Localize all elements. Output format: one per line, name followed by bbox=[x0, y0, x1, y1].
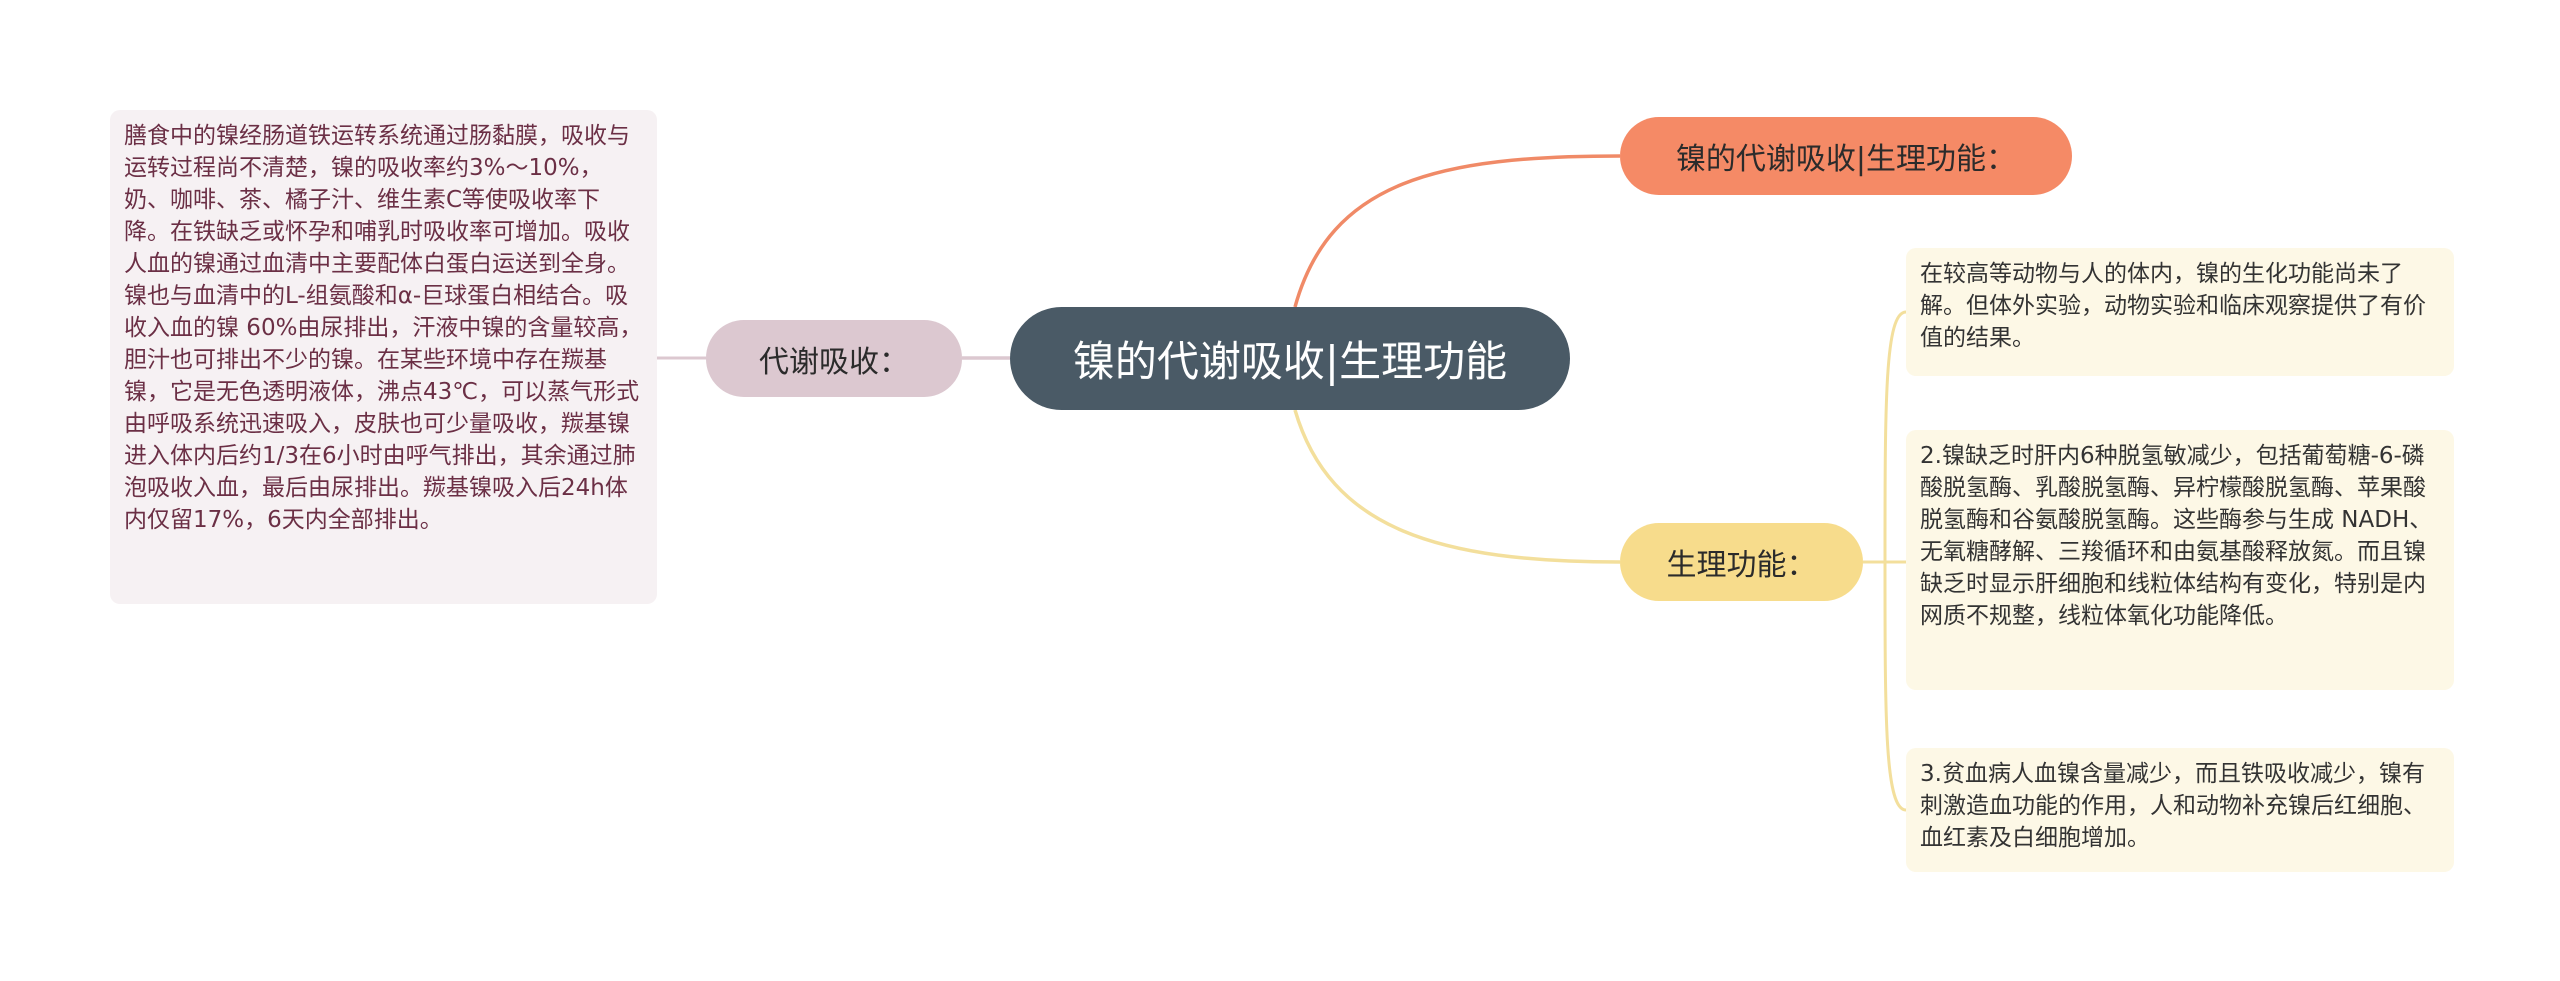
root-label: 镍的代谢吸收|生理功能 bbox=[1072, 337, 1508, 386]
branch-node-metabolism-function[interactable]: 镍的代谢吸收|生理功能： bbox=[1620, 117, 2072, 195]
note-text: 在较高等动物与人的体内，镍的生化功能尚未了解。但体外实验，动物实验和临床观察提供… bbox=[1920, 261, 2426, 351]
branch-node-physiological-function[interactable]: 生理功能： bbox=[1620, 523, 1863, 601]
note-text: 膳食中的镍经肠道铁运转系统通过肠黏膜，吸收与运转过程尚不清楚，镍的吸收率约3%～… bbox=[124, 123, 643, 533]
edge-bracket-note1 bbox=[1883, 310, 1907, 563]
root-node[interactable]: 镍的代谢吸收|生理功能 bbox=[1010, 307, 1570, 410]
note-text: 3.贫血病人血镍含量减少，而且铁吸收减少，镍有刺激造血功能的作用，人和动物补充镍… bbox=[1920, 761, 2426, 851]
branch-label: 镍的代谢吸收|生理功能： bbox=[1675, 142, 2017, 177]
note-physiological-1[interactable]: 在较高等动物与人的体内，镍的生化功能尚未了解。但体外实验，动物实验和临床观察提供… bbox=[1906, 248, 2454, 376]
note-physiological-3[interactable]: 3.贫血病人血镍含量减少，而且铁吸收减少，镍有刺激造血功能的作用，人和动物补充镍… bbox=[1906, 748, 2454, 872]
edge-root-to-top bbox=[1293, 154, 1621, 308]
note-metabolic-absorption[interactable]: 膳食中的镍经肠道铁运转系统通过肠黏膜，吸收与运转过程尚不清楚，镍的吸收率约3%～… bbox=[110, 110, 657, 604]
note-text: 2.镍缺乏时肝内6种脱氢敏减少，包括葡萄糖-6-磷酸脱氢酶、乳酸脱氢酶、异柠檬酸… bbox=[1920, 443, 2433, 629]
note-physiological-2[interactable]: 2.镍缺乏时肝内6种脱氢敏减少，包括葡萄糖-6-磷酸脱氢酶、乳酸脱氢酶、异柠檬酸… bbox=[1906, 430, 2454, 690]
branch-node-metabolic-absorption[interactable]: 代谢吸收： bbox=[706, 320, 962, 397]
edge-root-to-right bbox=[1293, 409, 1621, 564]
branch-label: 代谢吸收： bbox=[759, 344, 909, 380]
branch-label: 生理功能： bbox=[1666, 548, 1817, 583]
edge-bracket-note3 bbox=[1883, 561, 1907, 812]
